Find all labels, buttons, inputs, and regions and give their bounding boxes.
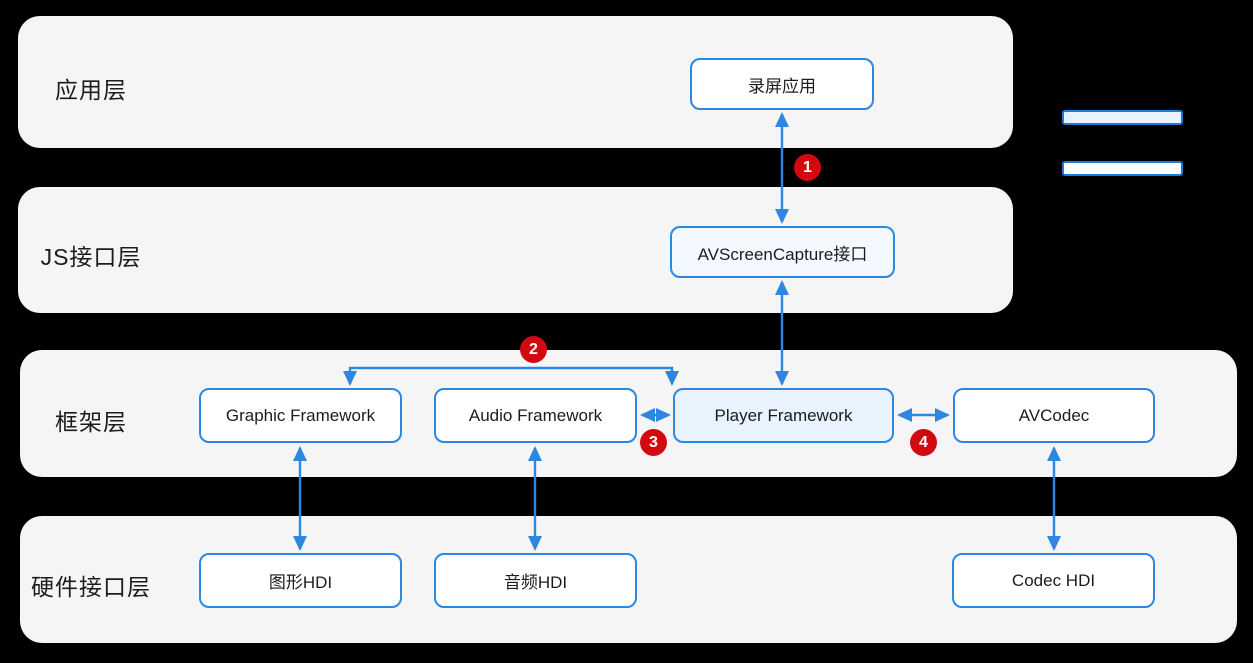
box-audio-hdi: 音频HDI	[434, 553, 637, 608]
box-graphic-hdi: 图形HDI	[199, 553, 402, 608]
box-avcodec: AVCodec	[953, 388, 1155, 443]
layer-label-framework: 框架层	[55, 409, 127, 435]
step-badge-3: 3	[640, 429, 667, 456]
layer-label-js-interface: JS接口层	[40, 244, 142, 270]
box-avscreencapture-api: AVScreenCapture接口	[670, 226, 895, 278]
layer-label-hardware-interface: 硬件接口层	[31, 574, 151, 600]
box-graphic-framework: Graphic Framework	[199, 388, 402, 443]
step-badge-4: 4	[910, 429, 937, 456]
step-badge-2: 2	[520, 336, 547, 363]
step-badge-1: 1	[794, 154, 821, 181]
legend-highlighted-bar	[1062, 110, 1183, 125]
box-audio-framework: Audio Framework	[434, 388, 637, 443]
layer-label-application: 应用层	[55, 77, 127, 103]
box-codec-hdi: Codec HDI	[952, 553, 1155, 608]
box-player-framework: Player Framework	[673, 388, 894, 443]
legend-default-bar	[1062, 161, 1183, 176]
box-screen-recording-app: 录屏应用	[690, 58, 874, 110]
